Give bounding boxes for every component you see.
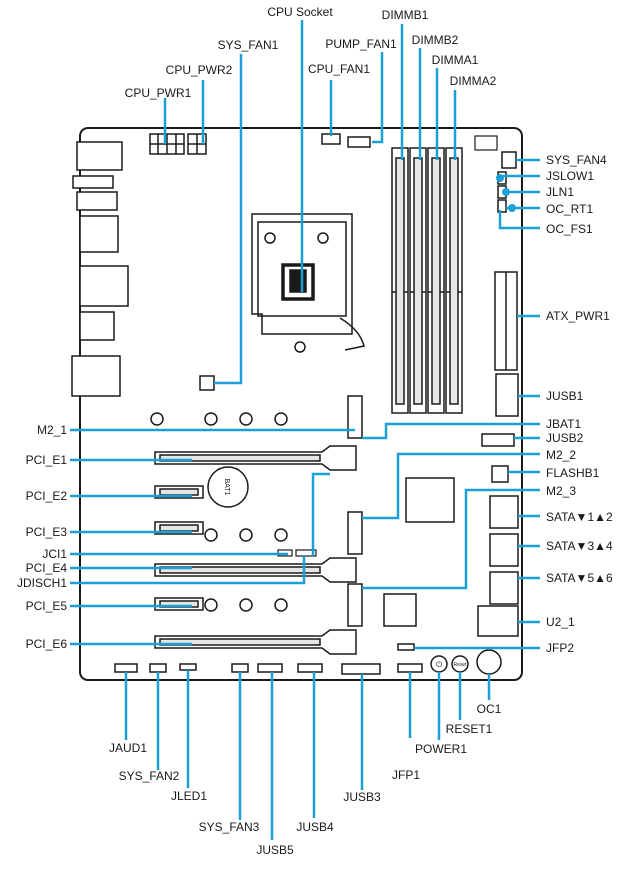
label-oc1: OC1 — [476, 702, 502, 716]
label-jfp1: JFP1 — [391, 768, 421, 782]
jdisch1-header — [295, 549, 317, 557]
sys-fan4-header — [501, 151, 517, 169]
label-jusb1: JUSB1 — [546, 389, 584, 403]
label-pci-e4: PCI_E4 — [25, 561, 67, 575]
label-m2-3: M2_3 — [546, 484, 577, 498]
label-sys-fan3: SYS_FAN3 — [198, 820, 260, 834]
label-jfp2: JFP2 — [546, 641, 575, 655]
oc-button — [476, 649, 502, 675]
label-sys-fan4: SYS_FAN4 — [546, 153, 607, 167]
label-jci1: JCI1 — [42, 547, 67, 561]
label-cpu-pwr1: CPU_PWR1 — [124, 86, 192, 100]
label-sys-fan2: SYS_FAN2 — [118, 769, 180, 783]
label-dimma1: DIMMA1 — [431, 53, 479, 67]
dimm-slots — [391, 147, 463, 414]
cpu-pwr2-connector — [187, 133, 207, 155]
power-button-symbol: ⏻ — [436, 660, 443, 669]
pump-fan1-header — [347, 136, 371, 148]
debug-led — [474, 135, 498, 151]
label-jdisch1: JDISCH1 — [16, 576, 67, 590]
label-dimmb2: DIMMB2 — [411, 33, 459, 47]
chip-small — [383, 593, 417, 627]
label-pump-fan1: PUMP_FAN1 — [325, 37, 397, 51]
label-sata34: SATA▼3▲4 — [546, 539, 613, 553]
flashb1-button — [491, 465, 509, 483]
sys-fan1-header — [199, 375, 215, 391]
label-oc-rt1: OC_RT1 — [546, 202, 594, 216]
jusb2-connector — [481, 433, 515, 447]
label-sata56: SATA▼5▲6 — [546, 571, 613, 585]
label-dimmb1: DIMMB1 — [381, 8, 429, 22]
label-reset1: RESET1 — [445, 722, 493, 736]
screw-holes — [150, 412, 288, 612]
chipset — [405, 477, 455, 523]
bottom-headers — [114, 643, 423, 675]
label-flashb1: FLASHB1 — [546, 466, 600, 480]
atx-pwr1-connector — [494, 271, 518, 371]
label-cpu-socket: CPU Socket — [267, 5, 333, 19]
oc-rt1-header — [497, 199, 507, 213]
leader-lines — [70, 20, 540, 840]
label-pci-e5: PCI_E5 — [25, 599, 67, 613]
label-jusb4: JUSB4 — [296, 820, 334, 834]
label-m2-2: M2_2 — [546, 448, 577, 462]
jusb1-connector — [495, 373, 519, 417]
cpu-pwr1-connector — [149, 133, 185, 155]
label-dimma2: DIMMA2 — [449, 74, 497, 88]
label-sata12: SATA▼1▲2 — [546, 510, 613, 524]
label-jln1: JLN1 — [546, 185, 575, 199]
label-atx-pwr1: ATX_PWR1 — [546, 309, 610, 323]
label-m2-1: M2_1 — [36, 423, 67, 437]
u2-connector — [477, 605, 519, 637]
label-u2-1: U2_1 — [546, 615, 575, 629]
label-pci-e1: PCI_E1 — [25, 453, 67, 467]
label-jbat1: JBAT1 — [546, 417, 582, 431]
label-pci-e6: PCI_E6 — [25, 637, 67, 651]
sata-ports — [489, 495, 519, 605]
reset-button-label: Reset — [453, 662, 467, 668]
label-cpu-fan1: CPU_FAN1 — [307, 62, 371, 76]
leader-dots — [496, 174, 516, 212]
label-jslow1: JSLOW1 — [546, 169, 595, 183]
label-pci-e2: PCI_E2 — [25, 489, 67, 503]
battery-label: BAT1 — [223, 479, 230, 496]
label-sys-fan1: SYS_FAN1 — [217, 38, 279, 52]
label-jled1: JLED1 — [170, 789, 208, 803]
rear-io — [71, 141, 129, 397]
label-pci-e3: PCI_E3 — [25, 525, 67, 539]
label-cpu-pwr2: CPU_PWR2 — [165, 63, 233, 77]
label-oc-fs1: OC_FS1 — [546, 222, 593, 236]
battery — [207, 466, 249, 508]
label-jaud1: JAUD1 — [108, 741, 148, 755]
label-jusb3: JUSB3 — [343, 790, 381, 804]
label-jusb5: JUSB5 — [256, 843, 294, 857]
label-jusb2: JUSB2 — [546, 431, 584, 445]
label-power1: POWER1 — [414, 742, 468, 756]
m2-slots — [347, 395, 363, 627]
